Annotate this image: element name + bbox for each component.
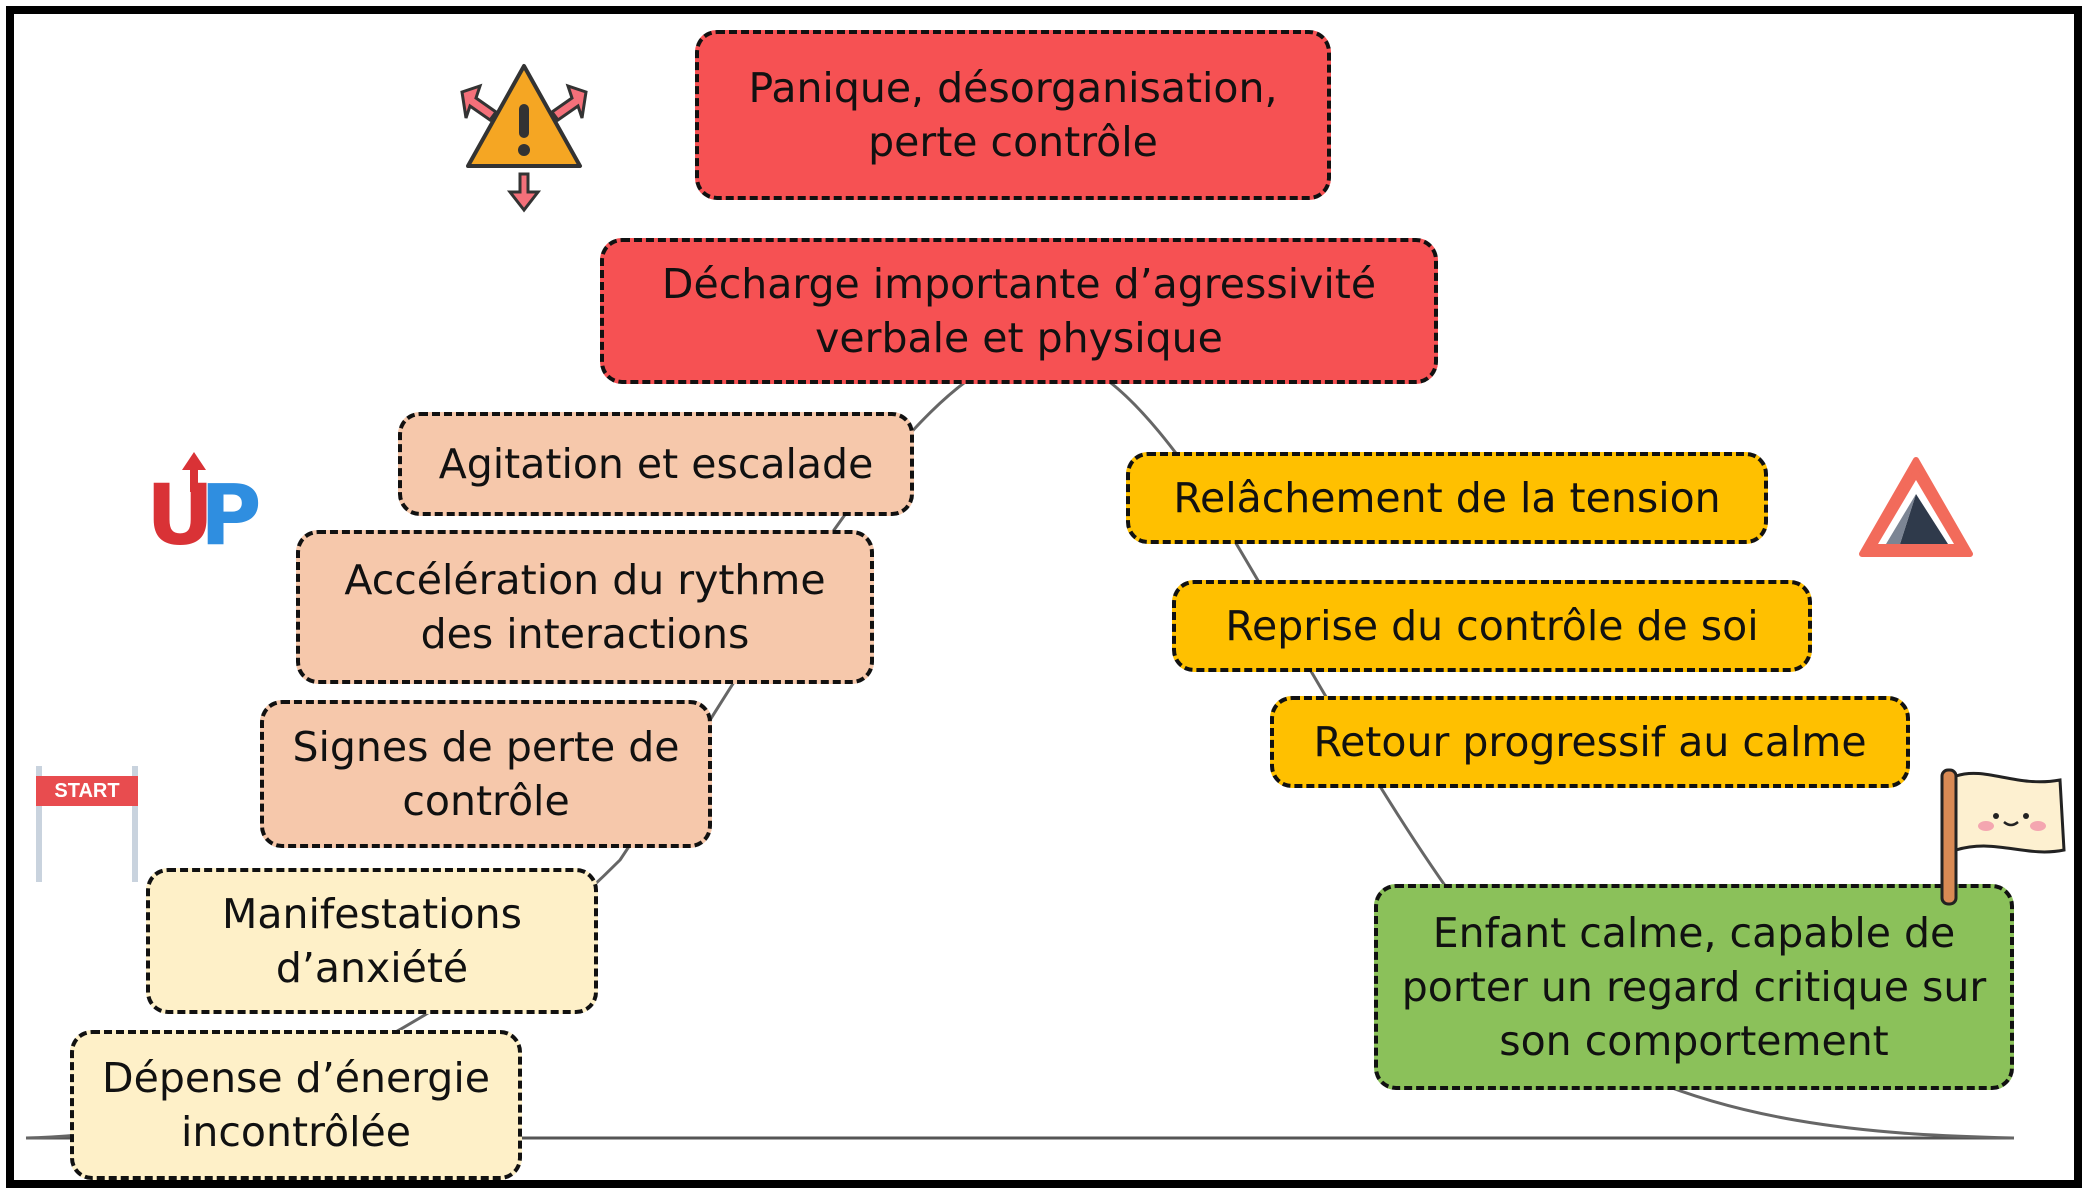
box-acceleration-label: Accélération du rythme des interactions [344,556,826,658]
up-logo-u: U [146,466,215,564]
box-relachement-label: Relâchement de la tension [1173,474,1721,522]
start-pole-left [36,766,42,882]
box-decharge: Décharge importante d’agressivité verbal… [600,238,1438,384]
triangle-sign-icon [1859,457,1973,557]
up-logo-icon: U P [146,452,262,562]
box-reprise: Reprise du contrôle de soi [1172,580,1812,672]
box-manifestations-label: Manifestations d’anxiété [222,890,522,992]
up-arrow-icon [182,452,206,492]
box-manifestations: Manifestations d’anxiété [146,868,598,1014]
box-decharge-label: Décharge importante d’agressivité verbal… [661,260,1377,362]
box-panique: Panique, désorganisation, perte contrôle [695,30,1331,200]
box-signes: Signes de perte de contrôle [260,700,712,848]
box-enfant-label: Enfant calme, capable de porter un regar… [1401,909,1987,1065]
box-signes-label: Signes de perte de contrôle [292,723,680,825]
box-acceleration: Accélération du rythme des interactions [296,530,874,684]
start-pole-right [132,766,138,882]
warning-arrows-icon [460,64,588,213]
box-enfant: Enfant calme, capable de porter un regar… [1374,884,2014,1090]
box-relachement: Relâchement de la tension [1126,452,1768,544]
box-retour-label: Retour progressif au calme [1313,718,1867,766]
start-banner-icon: START [32,766,144,882]
up-logo-p: P [200,466,262,564]
box-reprise-label: Reprise du contrôle de soi [1225,602,1759,650]
smiling-flag-icon [1940,768,2066,906]
box-depense-label: Dépense d’énergie incontrôlée [102,1054,490,1156]
start-label: START [54,779,120,802]
box-agitation: Agitation et escalade [398,412,914,516]
box-panique-label: Panique, désorganisation, perte contrôle [748,64,1278,166]
start-banner: START [36,776,138,806]
box-depense: Dépense d’énergie incontrôlée [70,1030,522,1180]
box-retour: Retour progressif au calme [1270,696,1910,788]
box-agitation-label: Agitation et escalade [438,440,874,488]
